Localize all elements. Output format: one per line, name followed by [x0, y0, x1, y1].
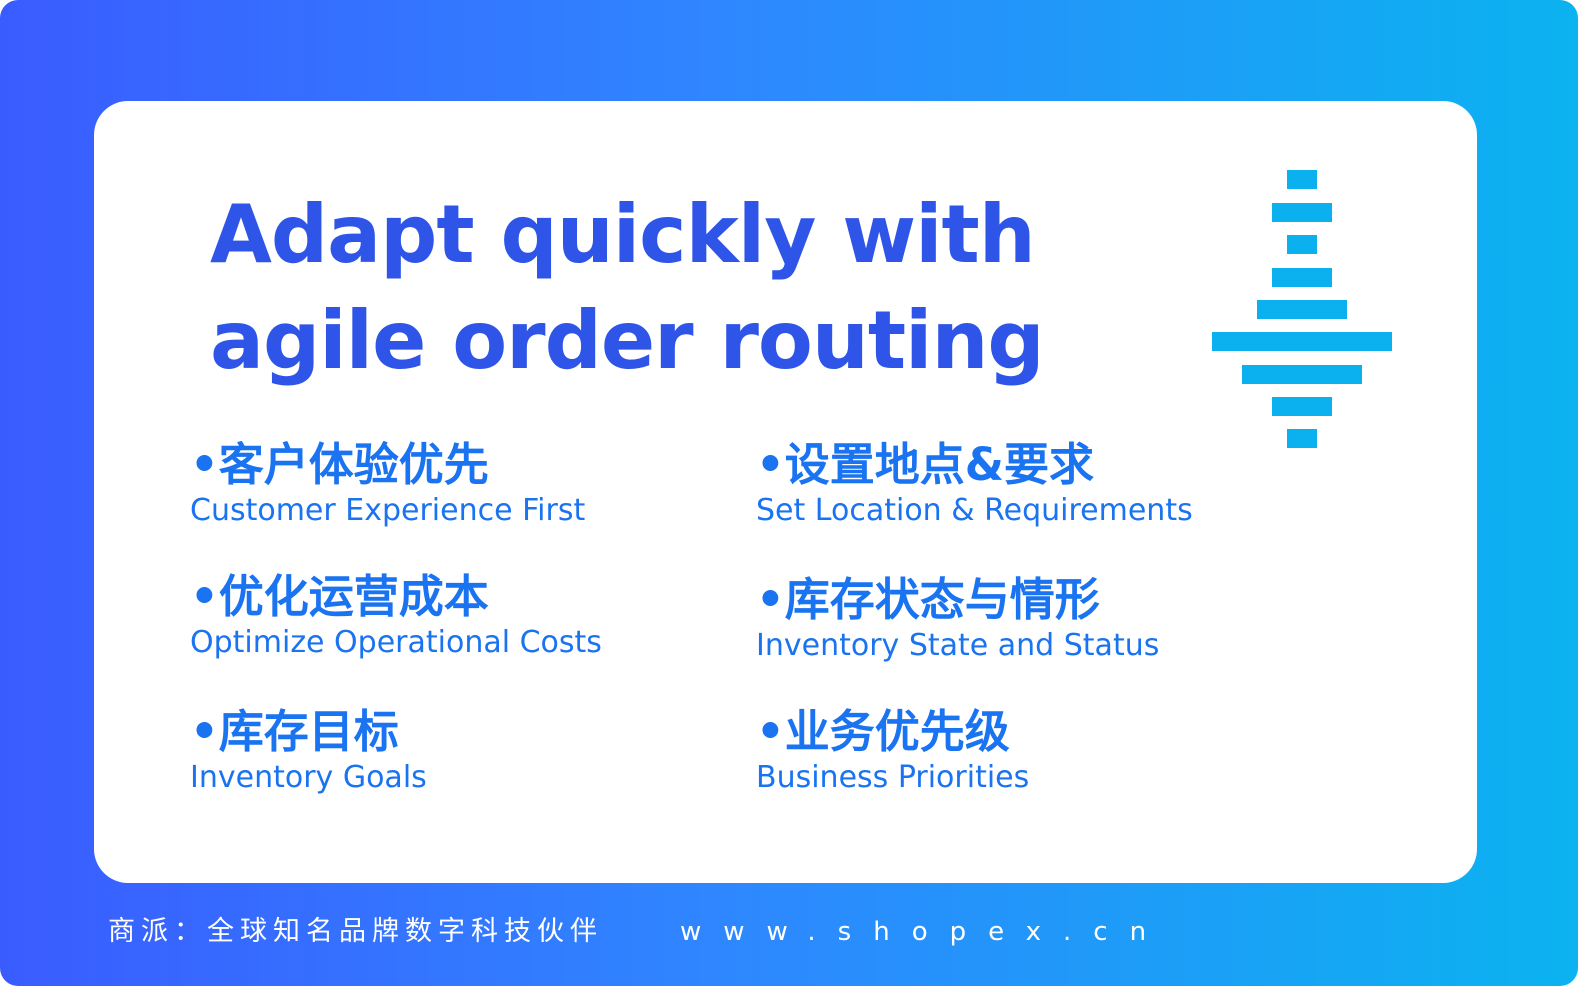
logo-bar [1272, 268, 1332, 287]
logo-bar [1287, 235, 1317, 254]
headline-line-1: Adapt quickly with [210, 188, 1036, 281]
footer-website-url[interactable]: www.shopex.cn [680, 917, 1169, 947]
feature-title-cn: •客户体验优先 [190, 438, 489, 491]
logo-bar [1287, 170, 1317, 189]
logo-bar [1257, 300, 1347, 319]
feature-business-priorities: •业务优先级 Business Priorities [756, 705, 1029, 797]
feature-title-cn: •库存状态与情形 [756, 573, 1100, 626]
logo-bar [1287, 429, 1317, 448]
logo-bar [1242, 365, 1362, 384]
logo-bar [1212, 332, 1392, 351]
feature-title-en: Customer Experience First [190, 493, 586, 528]
feature-title-cn: •库存目标 [190, 705, 399, 758]
headline: Adapt quickly with agile order routing [210, 182, 1045, 394]
feature-inventory-state: •库存状态与情形 Inventory State and Status [756, 573, 1159, 665]
feature-inventory-goals: •库存目标 Inventory Goals [190, 705, 427, 797]
feature-title-cn: •优化运营成本 [190, 570, 489, 623]
logo-bar [1272, 203, 1332, 222]
feature-title-en: Business Priorities [756, 760, 1030, 795]
feature-title-en: Inventory Goals [190, 760, 427, 795]
feature-operational-costs: •优化运营成本 Optimize Operational Costs [190, 570, 602, 662]
footer-company-tagline: 商派：全球知名品牌数字科技伙伴 [108, 916, 603, 947]
feature-customer-experience: •客户体验优先 Customer Experience First [190, 438, 585, 530]
feature-title-cn: •业务优先级 [756, 705, 1010, 758]
shopex-bars-logo-icon [1212, 170, 1392, 450]
feature-location-requirements: •设置地点&要求 Set Location & Requirements [756, 438, 1193, 530]
logo-bar [1272, 397, 1332, 416]
feature-title-en: Inventory State and Status [756, 628, 1160, 663]
feature-title-en: Set Location & Requirements [756, 493, 1193, 528]
content-card [94, 101, 1477, 883]
headline-line-2: agile order routing [210, 294, 1045, 387]
feature-title-cn: •设置地点&要求 [756, 438, 1095, 491]
feature-title-en: Optimize Operational Costs [190, 625, 602, 660]
